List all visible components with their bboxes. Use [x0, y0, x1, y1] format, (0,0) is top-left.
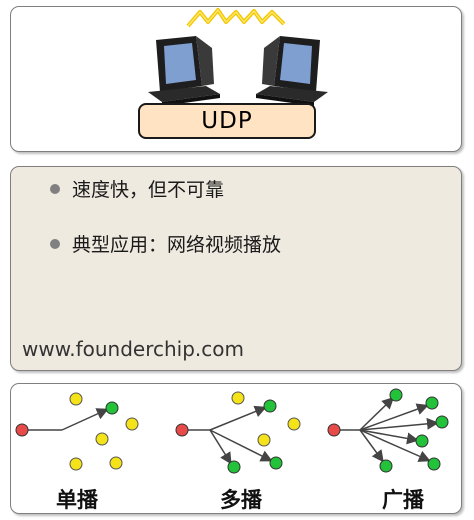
multicast-diagram — [175, 391, 301, 474]
bullet-dot-icon — [50, 238, 60, 249]
non-receiver-node — [95, 432, 109, 446]
lightning-icon — [186, 8, 286, 28]
udp-description-panel — [10, 166, 462, 371]
unicast-diagram — [15, 392, 139, 471]
bullet-text: 典型应用：网络视频播放 — [72, 234, 282, 256]
receiver-node — [105, 401, 119, 415]
non-receiver-node — [109, 456, 123, 470]
broadcast-label: 广播 — [382, 488, 424, 512]
left-computer-icon — [148, 36, 220, 106]
website-text: www.founderchip.com — [22, 337, 245, 361]
bullet-text: 速度快，但不可靠 — [72, 179, 225, 201]
udp-label-bar: UDP — [138, 103, 316, 139]
multicast-label: 多播 — [220, 488, 262, 512]
unicast-label: 单播 — [56, 488, 98, 512]
broadcast-diagram — [327, 388, 449, 473]
receiver-node — [425, 396, 439, 410]
receiver-node — [435, 415, 449, 429]
bullet-dot-icon — [50, 183, 60, 194]
receiver-node — [263, 399, 277, 413]
non-receiver-node — [69, 457, 83, 471]
non-receiver-node — [287, 417, 301, 431]
non-receiver-node — [69, 392, 83, 406]
udp-label: UDP — [201, 108, 253, 134]
non-receiver-node — [231, 391, 245, 405]
sender-node — [327, 423, 341, 437]
right-computer-icon — [256, 36, 328, 106]
receiver-node — [269, 456, 283, 470]
non-receiver-node — [125, 417, 139, 431]
receiver-node — [415, 434, 429, 448]
receiver-node — [427, 457, 441, 471]
receiver-node — [227, 460, 241, 474]
receiver-node — [389, 388, 403, 402]
receiver-node — [379, 459, 393, 473]
non-receiver-node — [257, 433, 271, 447]
bullet-item-speed: 速度快，但不可靠 — [50, 175, 224, 202]
sender-node — [175, 423, 189, 437]
bullet-item-application: 典型应用：网络视频播放 — [50, 230, 281, 257]
sender-node — [15, 423, 29, 437]
